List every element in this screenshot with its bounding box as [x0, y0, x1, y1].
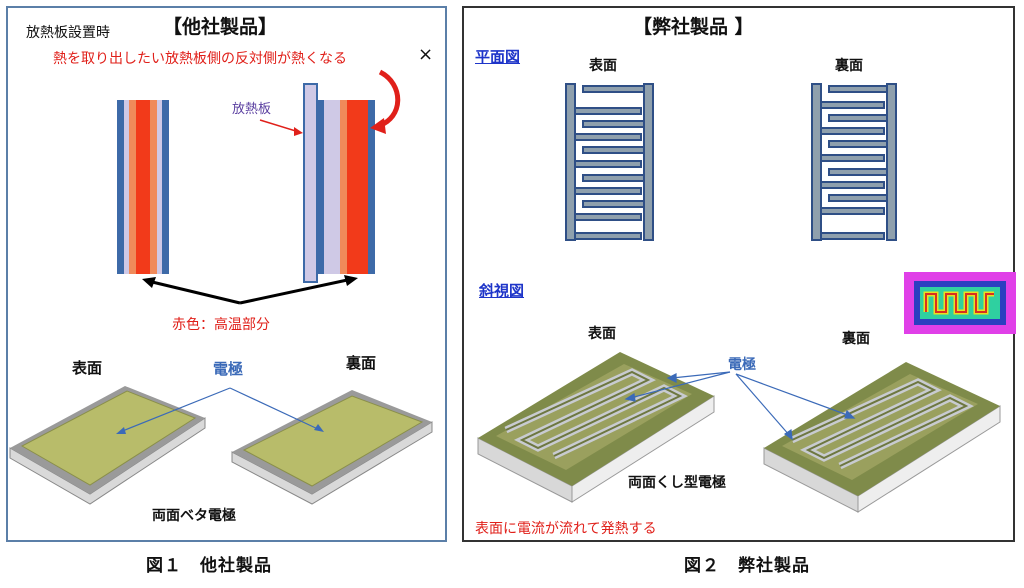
solid-electrode-label: 両面ベタ電極 [152, 508, 236, 524]
front-solid-plate [9, 386, 206, 505]
electrode-label: 電極 [213, 360, 244, 378]
figure2-caption: 図２ 弊社製品 [684, 556, 810, 576]
oblique-back-plate [763, 362, 1001, 513]
heat-plate-label: 放熱板 [232, 102, 272, 117]
oblique-front-label: 表面 [588, 326, 616, 342]
plan-back-label: 裏面 [835, 58, 863, 74]
thermal-image [904, 272, 1016, 334]
competitor-title: 【他社製品】 [163, 16, 278, 38]
oblique-front-plate [477, 352, 715, 503]
plan-back-comb [811, 83, 897, 241]
plan-front-comb [565, 83, 654, 241]
oblique-view-label: 斜視図 [479, 282, 525, 300]
warning-text: 熱を取り出したい放熱板側の反対側が熱くなる [53, 51, 347, 67]
back-label: 裏面 [346, 354, 377, 372]
plan-view-label: 平面図 [475, 48, 521, 66]
comb-electrode-label: 両面くし型電極 [628, 475, 726, 491]
high-temp-legend: 赤色：高温部分 [172, 317, 270, 333]
heat-plate-installed-label: 放熱板設置時 [26, 25, 110, 41]
comb-electrode-pointer-label: 電極 [728, 357, 756, 373]
right-cross-section [303, 83, 375, 283]
our-product-title: 【弊社製品 】 [633, 16, 754, 38]
left-cross-section [117, 100, 169, 274]
surface-current-note: 表面に電流が流れて発熱する [475, 521, 657, 537]
oblique-back-label: 裏面 [842, 331, 870, 347]
plan-front-label: 表面 [589, 58, 617, 74]
competitor-panel [6, 6, 447, 542]
cross-mark: × [418, 44, 434, 65]
back-solid-plate [231, 390, 433, 505]
front-label: 表面 [72, 359, 103, 377]
figure1-caption: 図１ 他社製品 [146, 556, 272, 576]
